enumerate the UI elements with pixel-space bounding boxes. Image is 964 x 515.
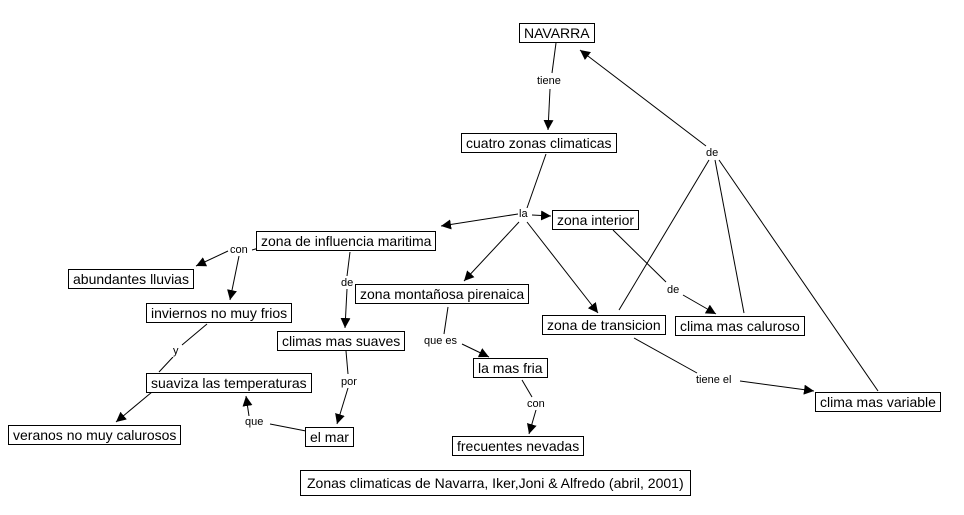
- edge-de-suaves: [340, 288, 351, 329]
- node-clima-caluroso[interactable]: clima mas caluroso: [675, 316, 805, 336]
- edge-interior-de: [612, 229, 667, 283]
- node-cuatro-zonas[interactable]: cuatro zonas climaticas: [461, 133, 617, 153]
- node-abundantes-lluvias[interactable]: abundantes lluvias: [68, 269, 194, 289]
- edge-la-montanosa: [463, 221, 520, 282]
- link-de-navarra: de: [705, 147, 720, 159]
- edge-con-lluvias: [195, 250, 229, 267]
- edge-de-navarra: [579, 49, 707, 147]
- edge-cuatro-la: [526, 153, 547, 209]
- node-navarra[interactable]: NAVARRA: [519, 23, 595, 43]
- edge-suaviza-veranos: [115, 391, 153, 423]
- node-el-mar[interactable]: el mar: [305, 427, 354, 447]
- edge-tiene-cuatro: [543, 88, 554, 131]
- edge-fria-con: [521, 379, 533, 398]
- edge-navarra-tiene: [551, 42, 557, 74]
- node-mas-fria[interactable]: la mas fria: [473, 358, 548, 378]
- link-de-influencia: de: [340, 277, 355, 289]
- node-inviernos[interactable]: inviernos no muy frios: [146, 303, 293, 323]
- edge-mar-que: [269, 423, 307, 432]
- node-suaviza[interactable]: suaviza las temperaturas: [146, 373, 312, 393]
- link-y: y: [172, 345, 180, 357]
- edge-suaves-por: [345, 350, 349, 375]
- edge-la-transicion: [526, 221, 599, 314]
- node-zona-montanosa[interactable]: zona montañosa pirenaica: [355, 284, 530, 304]
- edge-con-inviernos: [227, 255, 240, 301]
- edge-por-mar: [335, 387, 349, 425]
- edge-y-suaviza: [158, 356, 174, 373]
- node-nevadas[interactable]: frecuentes nevadas: [452, 436, 585, 456]
- link-de-interior: de: [666, 284, 681, 296]
- edge-la-influencia: [440, 213, 519, 230]
- edge-transicion-tieneel: [633, 337, 698, 374]
- node-zona-influencia[interactable]: zona de influencia maritima: [256, 231, 437, 251]
- footer-caption: Zonas climaticas de Navarra, Iker,Joni &…: [300, 470, 691, 496]
- edge-de-caluroso: [682, 294, 717, 315]
- link-con-fria: con: [526, 398, 546, 410]
- node-zona-transicion[interactable]: zona de transicion: [542, 315, 666, 335]
- link-con-influencia: con: [229, 244, 249, 256]
- link-tiene: tiene: [536, 75, 562, 87]
- link-que-es: que es: [423, 335, 459, 347]
- edge-con-nevadas: [527, 409, 537, 435]
- edge-inviernos-y: [181, 323, 208, 346]
- edge-transicion-de: [618, 159, 710, 311]
- link-por: por: [340, 376, 358, 388]
- link-tiene-el: tiene el: [695, 374, 733, 386]
- edge-caluroso-de: [714, 159, 745, 314]
- node-clima-variable[interactable]: clima mas variable: [815, 392, 941, 412]
- edge-quees-fria: [461, 343, 490, 358]
- link-que: que: [244, 416, 265, 428]
- edge-influencia-de: [346, 251, 351, 277]
- edge-la-interior: [531, 210, 552, 221]
- edge-tieneel-variable: [739, 380, 815, 395]
- node-climas-suaves[interactable]: climas mas suaves: [277, 331, 406, 351]
- node-veranos[interactable]: veranos no muy calurosos: [8, 425, 182, 445]
- edge-variable-de: [718, 159, 879, 392]
- link-la: la: [518, 208, 529, 220]
- edge-que-suaviza: [242, 395, 253, 417]
- edge-montanosa-quees: [443, 306, 449, 335]
- node-zona-interior[interactable]: zona interior: [552, 210, 640, 230]
